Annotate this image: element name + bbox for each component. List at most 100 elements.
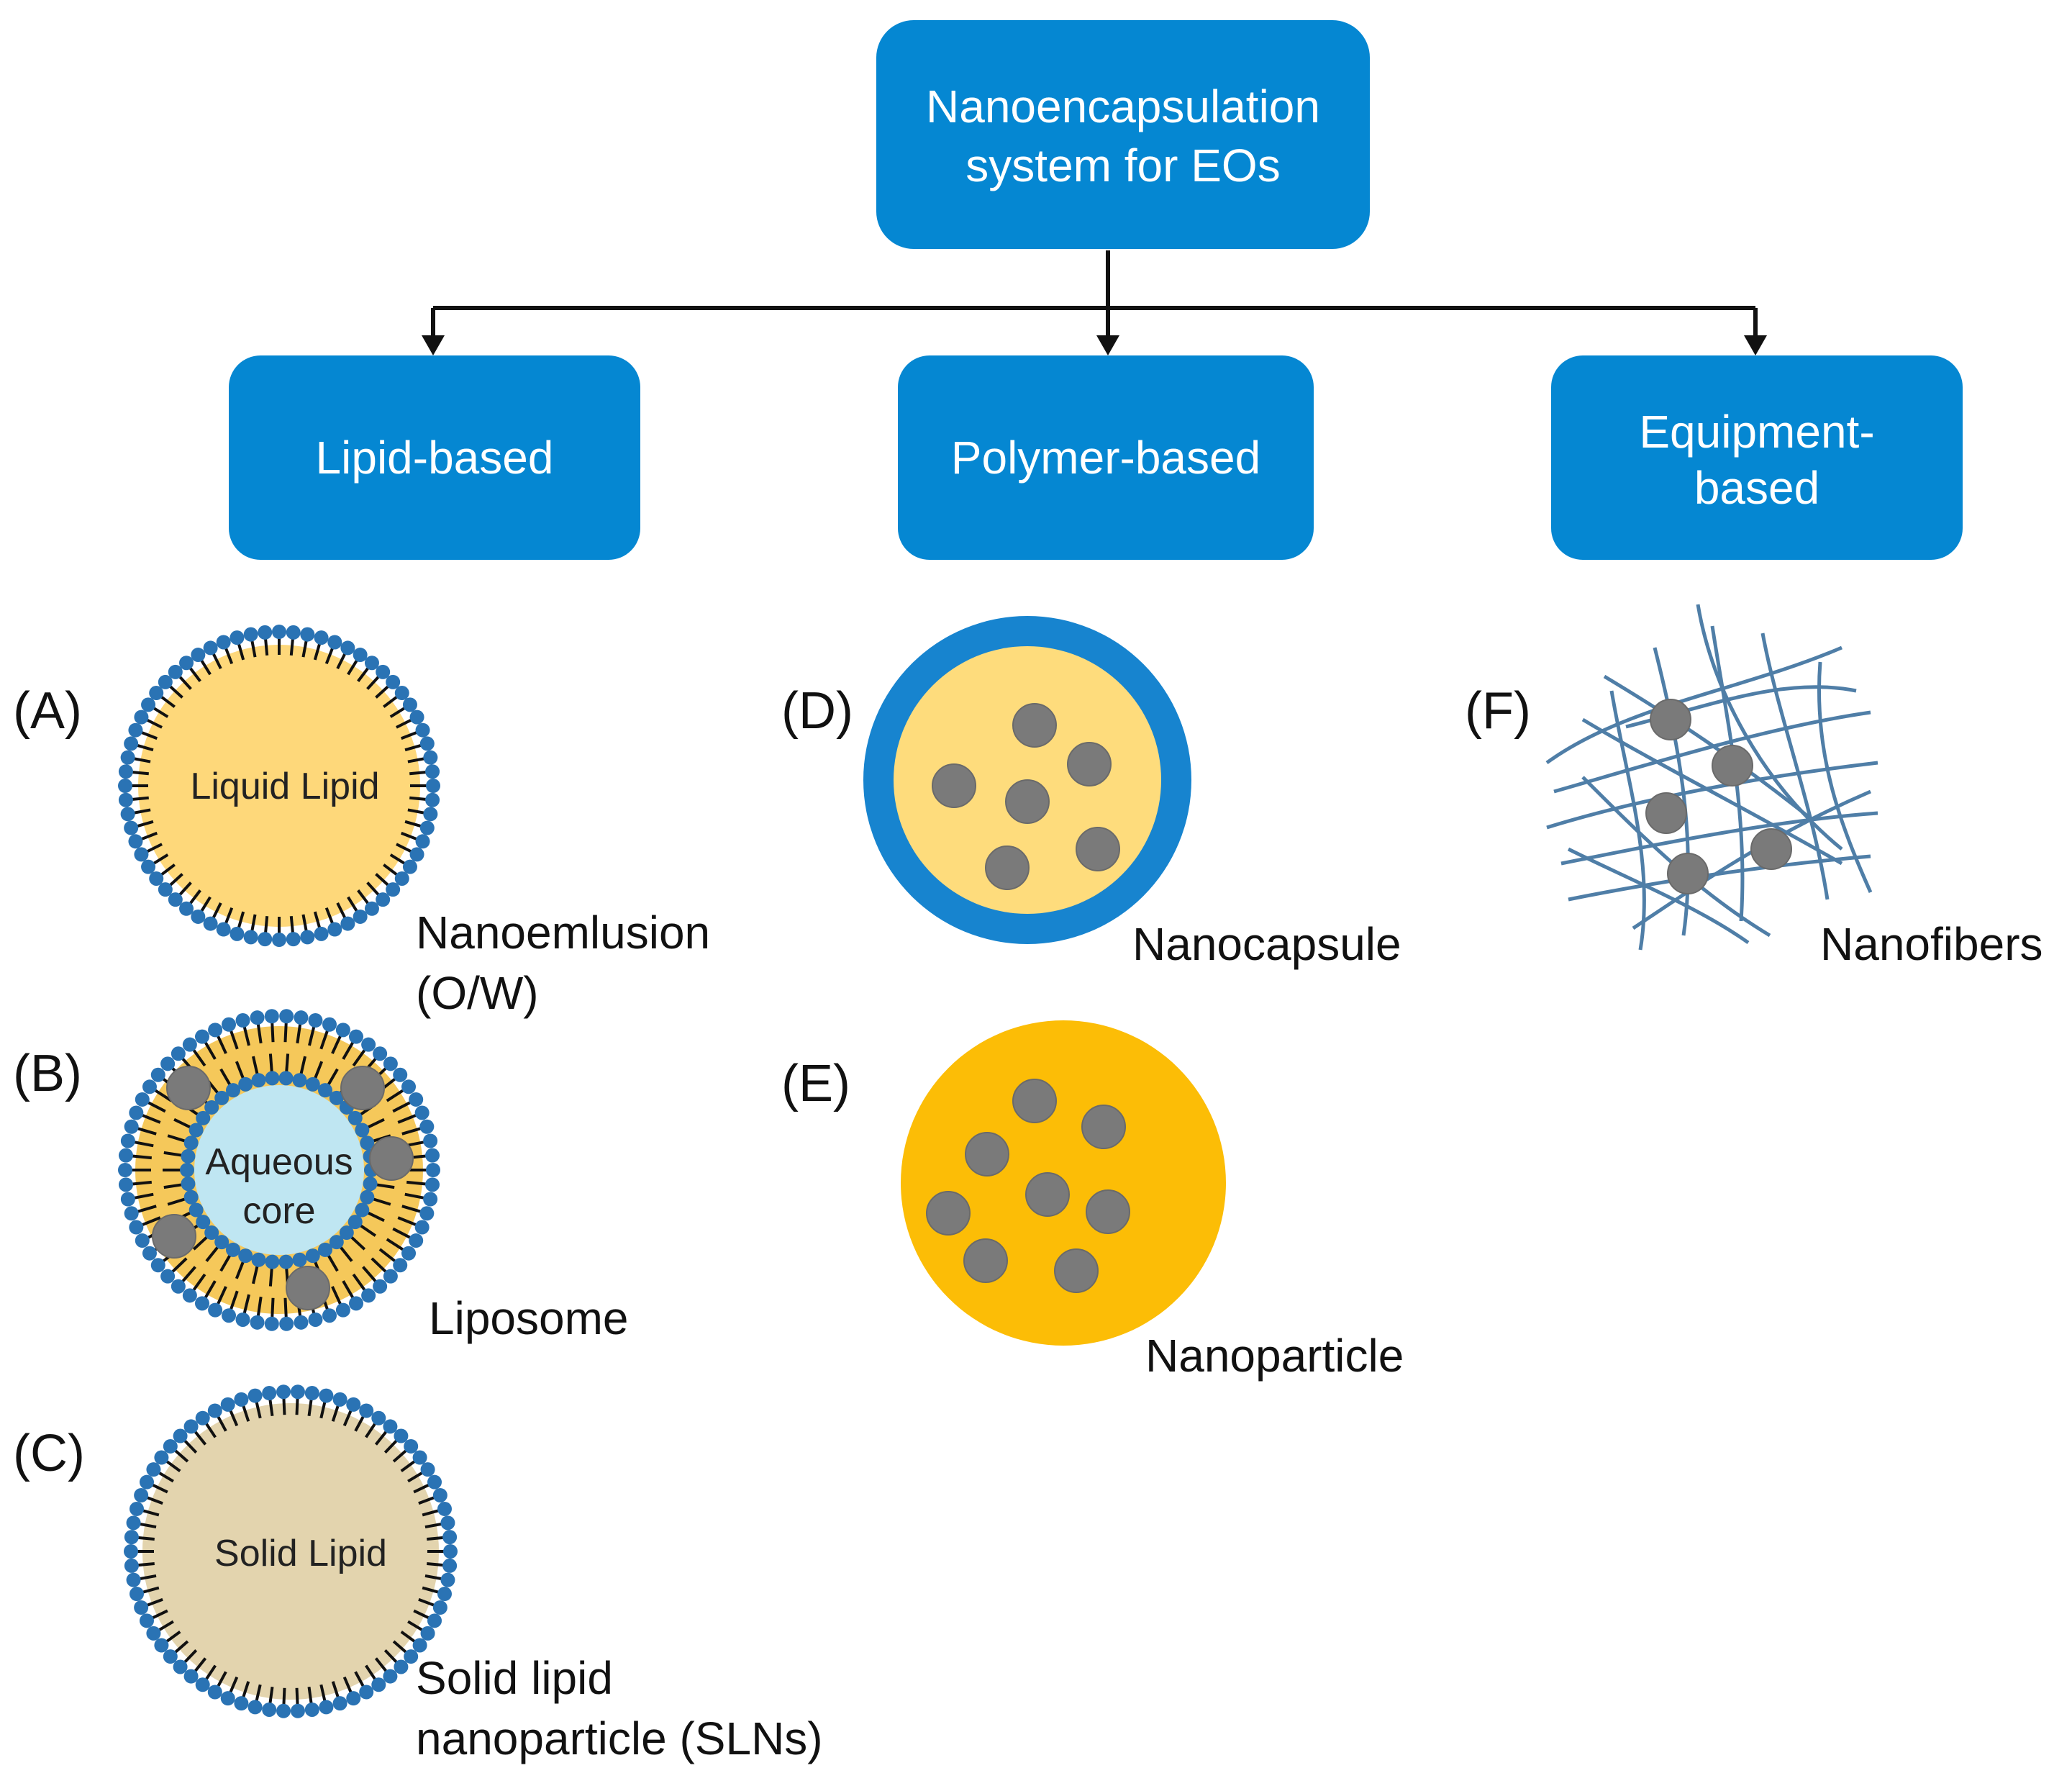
lipid-head	[118, 1177, 133, 1192]
lipid-head	[208, 1023, 223, 1038]
lipid-head	[129, 1220, 144, 1235]
lipid-based-label: Lipid-based	[316, 432, 554, 484]
lipid-head	[412, 1638, 427, 1653]
lipid-head	[318, 1083, 332, 1098]
lipid-head	[247, 1700, 263, 1715]
nanoparticle-label: Nanoparticle	[1145, 1330, 1404, 1382]
lipid-head	[146, 1462, 161, 1477]
lipid-head	[180, 1163, 194, 1177]
equipment-based-label-line1: Equipment-	[1639, 406, 1874, 458]
lipid-head	[318, 1242, 332, 1257]
lipid-head	[149, 686, 164, 701]
polymer-based-box: Polymer-based	[898, 355, 1314, 560]
lipid-head	[207, 1685, 222, 1700]
lipid-head	[376, 664, 391, 679]
lipid-head	[360, 1135, 375, 1151]
lipid-tail	[339, 1246, 353, 1262]
lipid-head	[404, 1438, 419, 1454]
nanofiber-strand	[1567, 847, 1750, 945]
sln-label-line2: nanoparticle (SLNs)	[416, 1713, 823, 1764]
lipid-tail	[268, 1268, 273, 1287]
lipid-head	[160, 1056, 176, 1071]
lipid-head	[386, 674, 401, 689]
arrowhead-equipment	[1744, 335, 1767, 355]
lipid-head	[118, 792, 133, 807]
lipid-head	[308, 1312, 323, 1327]
lipid-head	[120, 807, 135, 822]
lipid-head	[168, 664, 183, 679]
polymer-based-label: Polymer-based	[951, 432, 1260, 484]
equipment-based-label-line2: based	[1694, 462, 1819, 514]
lipid-head	[286, 932, 301, 947]
lipid-head	[327, 922, 342, 937]
lipid-head	[371, 1410, 386, 1425]
lipid-head	[230, 926, 245, 941]
lipid-head	[235, 1013, 250, 1028]
lipid-head	[332, 1392, 347, 1407]
lipid-head	[409, 847, 424, 862]
lipid-head	[234, 1392, 249, 1407]
lipid-head	[425, 1148, 440, 1163]
lipid-head	[440, 1572, 455, 1587]
lipid-head	[183, 1135, 199, 1151]
arrowhead-lipid	[422, 335, 445, 355]
lipid-tail	[299, 1056, 306, 1074]
lipid-head	[394, 686, 409, 701]
lipid-head	[423, 807, 438, 822]
lipid-tail	[252, 1266, 259, 1284]
lipid-head	[204, 1100, 219, 1115]
lipid-head	[409, 1233, 424, 1248]
lipid-head	[163, 1649, 178, 1664]
nanocapsule-label: Nanocapsule	[1132, 918, 1401, 970]
lipid-head	[419, 820, 435, 835]
lipid-head	[432, 1487, 447, 1502]
lipid-head	[353, 648, 368, 663]
lipid-head	[124, 820, 139, 835]
lipid-head	[443, 1544, 458, 1559]
arrowhead-polymer	[1096, 335, 1119, 355]
lipid-head	[251, 1252, 266, 1267]
drug-particle	[1012, 1079, 1057, 1123]
lipid-head	[292, 1252, 307, 1267]
nanofibers-label: Nanofibers	[1820, 918, 2043, 970]
lipid-head	[314, 630, 329, 645]
lipid-head	[220, 1397, 235, 1412]
lipid-head	[346, 1691, 361, 1706]
lipid-head	[124, 736, 139, 751]
lipid-head	[420, 1626, 435, 1641]
lipid-head	[383, 1419, 398, 1434]
lipid-head	[118, 779, 132, 793]
lipid-head	[128, 834, 143, 849]
lipid-head	[264, 1009, 279, 1024]
lipid-head	[264, 1316, 279, 1331]
lipid-head	[305, 1076, 320, 1092]
lipid-head	[128, 722, 143, 738]
lipid-head	[409, 710, 424, 725]
nanocapsule-drug-particles	[932, 703, 1120, 890]
lipid-tail	[360, 1224, 376, 1237]
nanoemulsion-illustration: Liquid Lipid	[118, 625, 440, 947]
lipid-head	[393, 1067, 408, 1082]
lipid-head	[272, 933, 286, 947]
lipid-head	[247, 1388, 263, 1403]
lipid-head	[222, 1017, 237, 1032]
drug-particle	[166, 1066, 211, 1110]
lipid-head	[181, 1148, 196, 1164]
monolayer-membrane-c	[124, 1384, 458, 1718]
drug-particle	[369, 1136, 414, 1181]
lipid-tail	[285, 1053, 290, 1072]
lipid-head	[419, 1206, 435, 1221]
lipid-head	[420, 1462, 435, 1477]
lipid-head	[173, 1428, 188, 1443]
lipid-head	[340, 916, 355, 931]
lipid-head	[304, 1386, 319, 1401]
liposome-drug-particles	[152, 1066, 414, 1310]
lipid-head	[393, 1258, 408, 1273]
lipid-head	[425, 792, 440, 807]
panel-tag-b: (B)	[13, 1045, 82, 1102]
lipid-head	[437, 1501, 452, 1516]
lipid-head	[300, 930, 315, 945]
lipid-head	[251, 1073, 266, 1088]
lipid-head	[373, 1279, 388, 1294]
